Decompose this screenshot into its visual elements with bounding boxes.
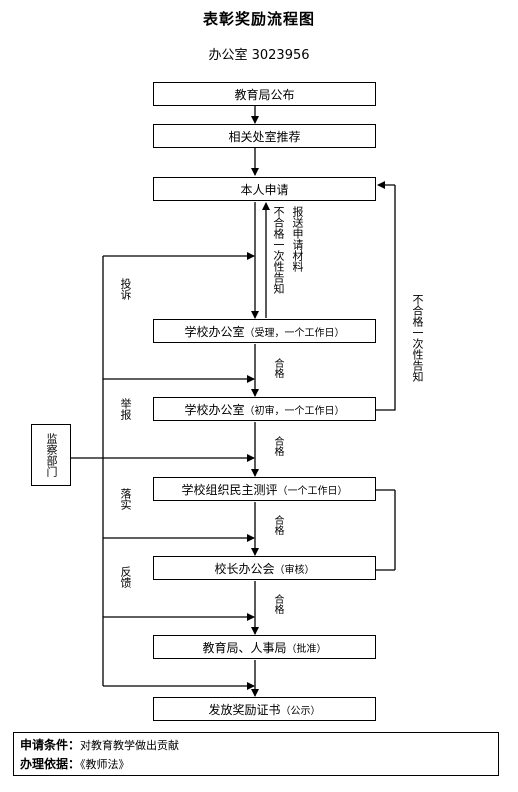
step-school-office-accept: 学校办公室（受理，一个工作日） — [153, 319, 376, 343]
step-principal-meeting: 校长办公会（审核） — [153, 556, 376, 580]
label-pass-1: 合格 — [272, 358, 283, 378]
label-notify-right: 不合格一次性告知 — [411, 294, 424, 382]
footer-info-box: 申请条件：对教育教学做出贡献 办理依据：《教师法》 — [13, 732, 499, 776]
label-complaint: 投诉 — [119, 278, 132, 300]
return-loop-line — [376, 185, 396, 411]
step-issue-certificate: 发放奖励证书（公示） — [153, 697, 376, 721]
step-office-recommend: 相关处室推荐 — [153, 124, 376, 148]
footer-basis-value: 《教师法》 — [80, 758, 130, 771]
label-pass-4: 合格 — [272, 594, 283, 614]
page-title: 表彰奖励流程图 — [202, 10, 315, 28]
step-bureau-approval: 教育局、人事局（批准） — [153, 635, 376, 659]
footer-basis-row: 办理依据：《教师法》 — [20, 755, 492, 774]
label-notify-inline: 不合格一次性告知 — [272, 206, 285, 294]
step-bureau-announce: 教育局公布 — [153, 82, 376, 106]
label-report: 举报 — [119, 398, 132, 420]
footer-condition-label: 申请条件： — [20, 738, 81, 752]
footer-condition-row: 申请条件：对教育教学做出贡献 — [20, 736, 492, 755]
label-pass-2: 合格 — [272, 436, 283, 456]
step-school-office-review: 学校办公室（初审，一个工作日） — [153, 397, 376, 421]
label-implement: 落实 — [119, 488, 132, 510]
label-pass-3: 合格 — [272, 515, 283, 535]
label-feedback: 反馈 — [119, 566, 132, 588]
step-self-apply: 本人申请 — [153, 177, 376, 201]
footer-condition-value: 对教育教学做出贡献 — [80, 739, 180, 752]
footer-basis-label: 办理依据： — [20, 757, 81, 771]
step-democratic-evaluation: 学校组织民主测评（一个工作日） — [153, 477, 376, 501]
page-subtitle: 办公室 3023956 — [208, 48, 310, 63]
label-submit-materials: 报送申请材料 — [291, 206, 304, 272]
supervision-department-label: 监察部门 — [45, 433, 58, 477]
supervision-department-box: 监察部门 — [31, 424, 71, 486]
